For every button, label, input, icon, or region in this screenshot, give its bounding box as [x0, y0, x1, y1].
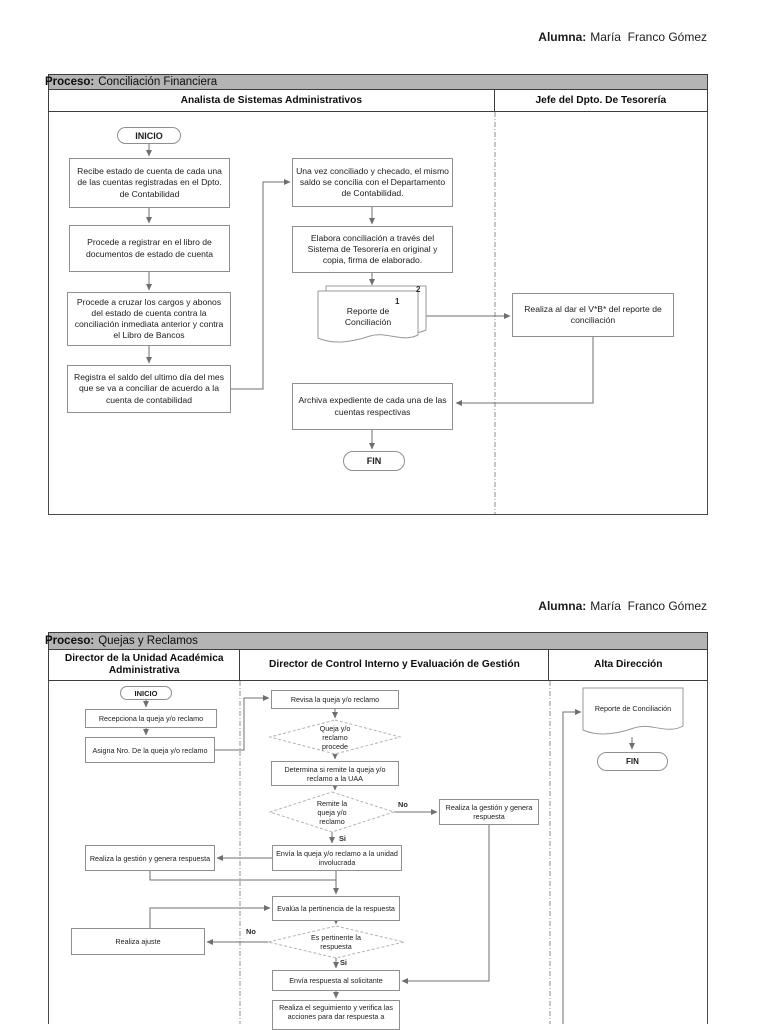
flow-arrow	[231, 179, 291, 390]
document-reporte-conciliacion: Reporte de Conciliación	[344, 305, 392, 327]
flow-arrow	[562, 709, 582, 1024]
document-reporte-conciliacion-2: Reporte de Conciliación	[594, 703, 672, 713]
decision-remite-label: Remite la queja y/o reclamo	[316, 798, 348, 826]
decision-procede	[268, 719, 402, 755]
end-node: FIN	[343, 451, 405, 471]
lane-header-director-uaa: Director de la Unidad Académica Administ…	[49, 650, 241, 680]
branch-no-label: No	[398, 800, 408, 809]
decision-pertinente-label: Es pertinente la respuesta	[311, 933, 361, 951]
step-recibe-estado: Recibe estado de cuenta de cada una de l…	[69, 158, 230, 208]
diagram2-body	[48, 681, 708, 1024]
step-gestion-respuesta-izquierda: Realiza la gestión y genera respuesta	[85, 845, 215, 871]
document-copy-1: 1	[395, 297, 400, 306]
lane-header-jefe-tesoreria: Jefe del Dpto. De Tesorería	[535, 94, 667, 106]
step-determina-remite: Determina si remite la queja y/o reclamo…	[271, 761, 399, 786]
student-name: María Franco Gómez	[590, 599, 707, 613]
step-conciliado-checado: Una vez conciliado y checado, el mismo s…	[292, 158, 453, 207]
flow-arrow	[149, 905, 271, 928]
step-seguimiento: Realiza el seguimiento y verifica las ac…	[272, 1000, 400, 1030]
process-label: Proceso:	[45, 76, 95, 88]
step-registrar-libro: Procede a registrar en el libro de docum…	[69, 225, 230, 272]
lane-header-row-1: Analista de Sistemas Administrativos Jef…	[48, 90, 708, 112]
lane-header-alta-direccion: Alta Dirección	[593, 659, 663, 671]
step-vobo-reporte: Realiza al dar el V*B* del reporte de co…	[512, 293, 674, 337]
process-name: Quejas y Reclamos	[98, 635, 198, 647]
branch-no-label: No	[246, 927, 256, 936]
diagram1-connectors	[146, 144, 594, 450]
flow-arrow	[215, 695, 270, 751]
lane-header-director-control: Director de Control Interno y Evaluación…	[240, 650, 550, 680]
flow-arrow	[401, 825, 490, 984]
branch-si-label: Si	[340, 958, 347, 967]
step-recepciona-queja: Recepciona la queja y/o reclamo	[85, 709, 217, 728]
decision-remite	[268, 791, 396, 833]
step-cruzar-cargos: Procede a cruzar los cargos y abonos del…	[67, 292, 231, 346]
process-bar-2: Proceso: Quejas y Reclamos	[45, 632, 708, 650]
lane-header-row-2: Director de la Unidad Académica Administ…	[48, 650, 708, 681]
step-realiza-ajuste: Realiza ajuste	[71, 928, 205, 955]
end-node: FIN	[597, 752, 668, 771]
document-shape-reporte-1	[317, 285, 427, 343]
diagram1-body	[48, 112, 708, 515]
process-label: Proceso:	[45, 635, 95, 647]
step-asigna-numero: Asigna Nro. De la queja y/o reclamo	[85, 737, 215, 763]
student-label: Alumna:	[538, 599, 587, 613]
step-envia-queja-unidad: Envía la queja y/o reclamo a la unidad i…	[272, 845, 402, 871]
decision-pertinente	[267, 925, 405, 959]
student-label: Alumna:	[538, 30, 587, 44]
student-name-line: Alumna:María Franco Gómez	[538, 30, 707, 44]
student-name: María Franco Gómez	[590, 30, 707, 44]
step-elabora-conciliacion: Elabora conciliación a través del Sistem…	[292, 226, 453, 273]
process-name: Conciliación Financiera	[98, 76, 218, 88]
flow-arrow	[455, 337, 594, 406]
step-evalua-pertinencia: Evalúa la pertinencia de la respuesta	[272, 896, 400, 921]
step-gestion-respuesta-derecha: Realiza la gestión y genera respuesta	[439, 799, 539, 825]
step-envia-respuesta: Envía respuesta al solicitante	[272, 970, 400, 991]
diagram2-connectors	[143, 695, 635, 1024]
start-node: INICIO	[117, 127, 181, 144]
flow-line	[149, 871, 336, 881]
decision-procede-label: Queja y/o reclamo procede	[319, 723, 351, 751]
decision-diamonds	[267, 719, 405, 959]
process-bar-1: Proceso: Conciliación Financiera	[45, 74, 708, 90]
step-revisa-queja: Revisa la queja y/o reclamo	[271, 690, 399, 709]
document-copy-2: 2	[416, 285, 421, 294]
branch-si-label: Si	[339, 834, 346, 843]
step-archiva-expediente: Archiva expediente de cada una de las cu…	[292, 383, 453, 430]
student-name-line: Alumna:María Franco Gómez	[538, 599, 707, 613]
lane-header-analista: Analista de Sistemas Administrativos	[49, 90, 495, 111]
step-registra-saldo: Registra el saldo del ultimo día del mes…	[67, 365, 231, 413]
document-shape-reporte-2	[582, 687, 684, 735]
start-node: INICIO	[120, 686, 172, 700]
